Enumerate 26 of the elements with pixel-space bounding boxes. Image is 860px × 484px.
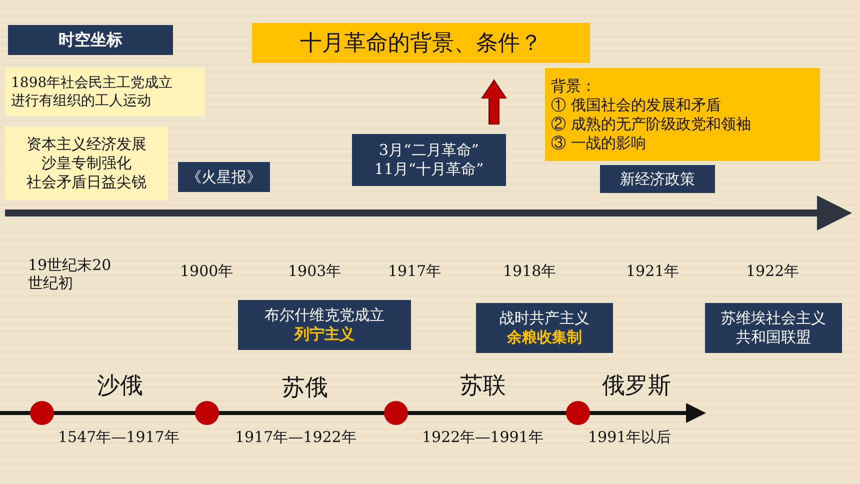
event-box: 布尔什维克党成立 列宁主义 — [238, 300, 411, 350]
period-label: 1922年—1991年 — [422, 428, 544, 447]
year-label: 1918年 — [503, 262, 556, 281]
event-note: 1898年社会民主工党成立进行有组织的工人运动 — [5, 68, 205, 116]
year-label: 1900年 — [180, 262, 234, 281]
era-name: 苏俄 — [282, 374, 328, 403]
period-label: 1917年—1922年 — [235, 428, 356, 447]
event-box: 3月“二月革命” 11月“十月革命” — [352, 134, 506, 186]
year-label: 1921年 — [626, 262, 680, 281]
event-box: 苏维埃社会主义共和国联盟 — [705, 303, 842, 353]
event-box: 新经济政策 — [600, 165, 715, 193]
year-label: 1917年 — [388, 262, 442, 281]
event-box: 《火星报》 — [178, 162, 270, 192]
year-label: 1903年 — [288, 262, 342, 281]
period-label: 1991年以后 — [588, 428, 672, 447]
era-name: 沙俄 — [97, 372, 143, 401]
heading-box: 时空坐标 — [8, 25, 173, 55]
year-label: 19世纪末20世纪初 — [28, 256, 112, 292]
period-label: 1547年—1917年 — [58, 428, 180, 447]
title-box: 十月革命的背景、条件？ — [252, 23, 590, 63]
event-note: 资本主义经济发展 沙皇专制强化 社会矛盾日益尖锐 — [5, 127, 168, 200]
era-name: 苏联 — [460, 372, 506, 401]
year-label: 1922年 — [746, 262, 800, 281]
event-box: 战时共产主义 余粮收集制 — [476, 303, 613, 353]
era-name: 俄罗斯 — [602, 372, 671, 401]
background-box: 背景： ① 俄国社会的发展和矛盾 ② 成熟的无产阶级政党和领袖 ③ 一战的影响 — [545, 68, 820, 161]
